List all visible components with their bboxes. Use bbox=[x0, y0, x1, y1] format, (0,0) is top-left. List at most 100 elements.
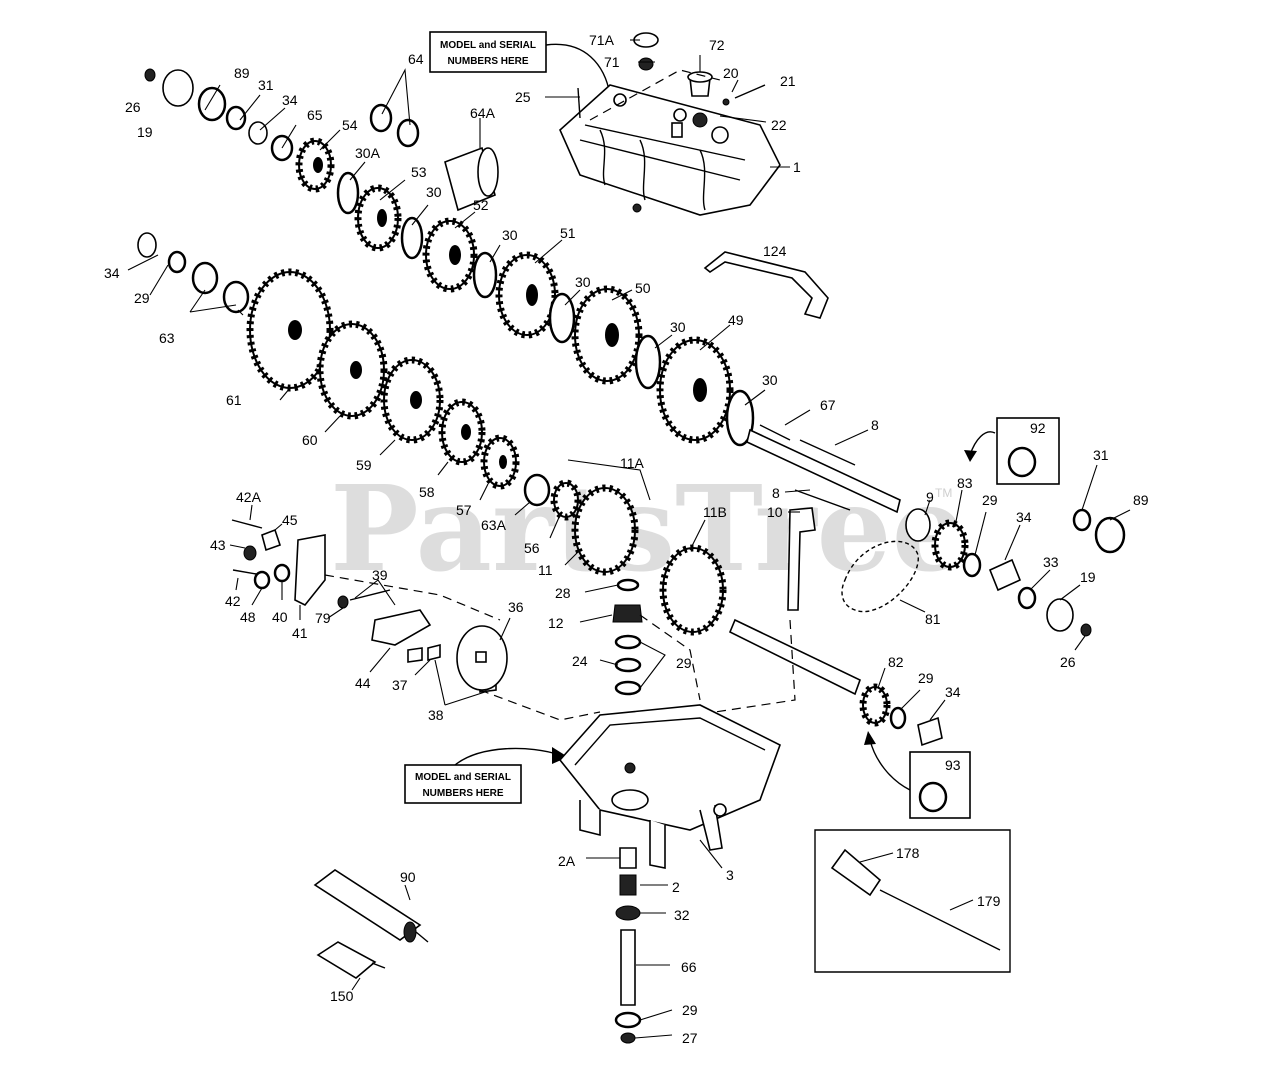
key-38-a bbox=[427, 643, 441, 662]
model-serial-note-bottom: MODEL and SERIAL NUMBERS HERE bbox=[404, 747, 568, 804]
grease-tube-90 bbox=[313, 869, 429, 943]
gear-61 bbox=[246, 268, 334, 392]
callout-44: 44 bbox=[355, 675, 371, 691]
spacer-30a bbox=[336, 171, 360, 215]
washer-64-b bbox=[396, 118, 420, 148]
callout-20: 20 bbox=[723, 65, 739, 81]
nut-26-right bbox=[1080, 623, 1092, 637]
callout-19-right: 19 bbox=[1080, 569, 1096, 585]
bearing-63-b bbox=[222, 280, 250, 314]
callout-65: 65 bbox=[307, 107, 323, 123]
callout-34-right: 34 bbox=[1016, 509, 1032, 525]
gear-9 bbox=[905, 508, 931, 542]
callout-30-b: 30 bbox=[502, 227, 518, 243]
callout-71a: 71A bbox=[589, 32, 615, 48]
callout-21: 21 bbox=[780, 73, 796, 89]
spacer-30-2 bbox=[472, 251, 498, 299]
callout-79: 79 bbox=[315, 610, 331, 626]
key-39 bbox=[349, 589, 391, 601]
callout-31-top: 31 bbox=[258, 77, 274, 93]
washer-20 bbox=[722, 98, 730, 106]
callout-10: 10 bbox=[767, 504, 783, 520]
callout-25: 25 bbox=[515, 89, 531, 105]
callout-33: 33 bbox=[1043, 554, 1059, 570]
callout-22: 22 bbox=[771, 117, 787, 133]
bushing-34-lower bbox=[917, 716, 943, 747]
washer-29-right bbox=[962, 552, 982, 578]
washer-48 bbox=[253, 570, 271, 590]
callout-8-a: 8 bbox=[871, 417, 879, 433]
spacer-30-1 bbox=[400, 216, 424, 260]
callout-64: 64 bbox=[408, 51, 424, 67]
spacer-45 bbox=[261, 528, 282, 552]
washer-28 bbox=[616, 578, 640, 592]
washer-33 bbox=[1017, 586, 1037, 610]
callout-34-left: 34 bbox=[104, 265, 120, 281]
callout-53: 53 bbox=[411, 164, 427, 180]
washer-40 bbox=[273, 563, 291, 583]
callout-63: 63 bbox=[159, 330, 175, 346]
sleeve-64a bbox=[444, 146, 499, 212]
callout-60: 60 bbox=[302, 432, 318, 448]
key-8-a bbox=[799, 439, 856, 466]
callout-58: 58 bbox=[419, 484, 435, 500]
callout-34-lower: 34 bbox=[945, 684, 961, 700]
callout-29-bottom: 29 bbox=[682, 1002, 698, 1018]
note-top-line2: NUMBERS HERE bbox=[447, 56, 528, 67]
callout-66: 66 bbox=[681, 959, 697, 975]
callout-30a: 30A bbox=[355, 145, 381, 161]
watermark-tm: TM bbox=[935, 486, 952, 500]
gear-59 bbox=[380, 356, 444, 444]
inset-92 bbox=[964, 417, 1060, 485]
washer-29-left bbox=[167, 250, 187, 274]
callout-50: 50 bbox=[635, 280, 651, 296]
spacer-30-3 bbox=[548, 292, 576, 344]
callout-90: 90 bbox=[400, 869, 416, 885]
bearing-63-a bbox=[191, 261, 219, 295]
callout-92: 92 bbox=[1030, 420, 1046, 436]
gear-57 bbox=[480, 434, 520, 490]
inset-178-179 bbox=[814, 829, 1011, 973]
nut-26-top bbox=[144, 68, 156, 82]
shifter-44 bbox=[371, 609, 432, 646]
bushing-34-right bbox=[988, 558, 1022, 592]
shaft-179 bbox=[879, 889, 1001, 951]
callout-31-right: 31 bbox=[1093, 447, 1109, 463]
callout-81: 81 bbox=[925, 611, 941, 627]
callout-89-right: 89 bbox=[1133, 492, 1149, 508]
callout-45: 45 bbox=[282, 512, 298, 528]
callout-30-d: 30 bbox=[670, 319, 686, 335]
bushing-2a bbox=[619, 847, 637, 869]
bushing-34-top bbox=[248, 121, 268, 145]
callout-29-lower: 29 bbox=[918, 670, 934, 686]
callout-30-a: 30 bbox=[426, 184, 442, 200]
gear-11 bbox=[571, 484, 639, 576]
callout-37: 37 bbox=[392, 677, 408, 693]
model-serial-note-top: MODEL and SERIAL NUMBERS HERE bbox=[429, 31, 618, 104]
callout-2: 2 bbox=[672, 879, 680, 895]
callout-40: 40 bbox=[272, 609, 288, 625]
callout-41: 41 bbox=[292, 625, 308, 641]
callout-82: 82 bbox=[888, 654, 904, 670]
callout-42: 42 bbox=[225, 593, 241, 609]
callout-9: 9 bbox=[926, 489, 934, 505]
gear-52 bbox=[422, 217, 478, 293]
pinion-12 bbox=[612, 604, 643, 623]
callout-93: 93 bbox=[945, 757, 961, 773]
washer-29-bottom bbox=[614, 1011, 642, 1029]
spring-79 bbox=[337, 595, 349, 609]
callout-labels: 1 2 2A 3 8 8 9 10 11 11A 11B 12 19 19 20… bbox=[104, 32, 1149, 1046]
gear-56 bbox=[550, 479, 582, 521]
callout-63a: 63A bbox=[481, 517, 507, 533]
callout-30-c: 30 bbox=[575, 274, 591, 290]
bearing-89-right bbox=[1094, 516, 1126, 554]
callout-19-top: 19 bbox=[137, 124, 153, 140]
callout-49: 49 bbox=[728, 312, 744, 328]
callout-8-b: 8 bbox=[772, 485, 780, 501]
callout-39: 39 bbox=[372, 567, 388, 583]
lower-housing bbox=[558, 704, 781, 869]
bushing-34-left bbox=[137, 232, 157, 258]
callout-179: 179 bbox=[977, 893, 1001, 909]
